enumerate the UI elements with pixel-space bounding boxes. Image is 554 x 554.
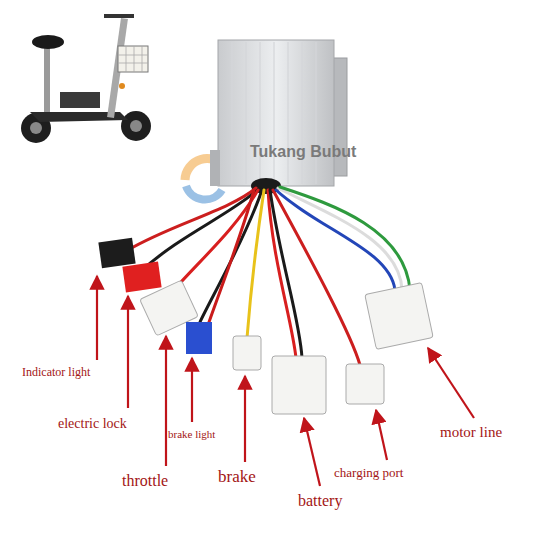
part-label: electric lock <box>58 416 127 431</box>
leader-arrows <box>97 276 474 486</box>
part-label: throttle <box>122 472 168 490</box>
charging-connector <box>346 364 384 404</box>
part-label: Indicator light <box>22 366 90 379</box>
controller-box <box>210 40 347 194</box>
lock-connector <box>122 262 161 293</box>
connectors <box>98 238 433 414</box>
part-label: brake light <box>168 428 215 440</box>
part-label: motor line <box>440 424 502 441</box>
part-label: charging port <box>334 466 403 480</box>
scooter-photo <box>6 6 158 154</box>
motor-connector <box>365 283 433 350</box>
part-label: battery <box>298 492 342 510</box>
part-label: brake <box>218 468 256 487</box>
watermark: Tukang Bubut <box>250 143 356 161</box>
brake-connector <box>233 336 261 370</box>
indicator-connector <box>98 238 135 268</box>
brake-light-connector <box>186 322 212 354</box>
wires <box>128 187 410 365</box>
battery-connector <box>272 356 326 414</box>
